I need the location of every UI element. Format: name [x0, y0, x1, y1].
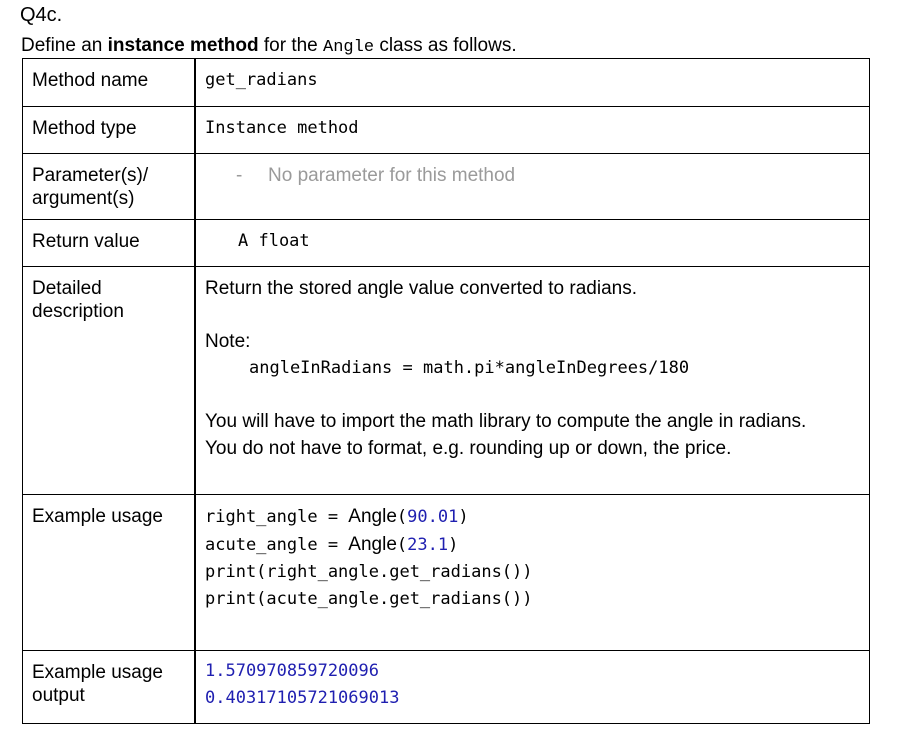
row-return-value: Return value A float — [22, 219, 870, 267]
return-value-label: Return value — [32, 231, 140, 252]
row-parameters: Parameter(s)/ argument(s) - No parameter … — [22, 153, 870, 220]
return-value-value: A float — [238, 231, 310, 251]
example-output: 1.570970859720096 0.40317105721069013 — [196, 651, 869, 712]
parameters-label-line1: Parameter(s)/ — [32, 165, 149, 186]
code-line: print(right_angle.get_radians()) — [205, 562, 533, 582]
method-type-value: Instance method — [205, 118, 359, 138]
detailed-label-line2: description — [32, 301, 124, 322]
output-label: Example usage output — [23, 651, 194, 707]
formula: angleInRadians = math.pi*angleInDegrees/… — [249, 358, 690, 378]
row-example-usage: Example usage right_angle = Angle(90.01)… — [22, 494, 870, 651]
value-cell: get_radians — [194, 58, 870, 107]
intro-middle: for the — [258, 35, 324, 56]
label-cell: Method name — [22, 58, 196, 107]
label-cell: Example usage output — [22, 650, 196, 724]
intro-bold: instance method — [107, 35, 259, 56]
value-cell: Instance method — [194, 106, 870, 154]
method-type-label: Method type — [32, 118, 137, 139]
example-code: right_angle = Angle(90.01) acute_angle =… — [196, 495, 869, 613]
intro-class-name: Angle — [323, 38, 375, 57]
detailed-line2: You will have to import the math library… — [205, 411, 807, 432]
output-line: 0.40317105721069013 — [205, 688, 400, 708]
value-cell: A float — [194, 219, 870, 267]
question-label: Q4c. — [20, 4, 63, 26]
note-label: Note: — [205, 331, 251, 352]
parameters-label: Parameter(s)/ argument(s) — [23, 154, 194, 210]
intro-text: Define an instance method for the Angle … — [21, 35, 517, 57]
method-spec-table: Method name get_radians Method type Inst… — [22, 58, 870, 724]
label-cell: Parameter(s)/ argument(s) — [22, 153, 196, 220]
label-cell: Return value — [22, 219, 196, 267]
label-cell: Example usage — [22, 494, 196, 651]
method-name-value: get_radians — [205, 70, 318, 90]
output-line: 1.570970859720096 — [205, 661, 379, 681]
code-line: acute_angle = Angle(23.1) — [205, 534, 459, 555]
method-name-label: Method name — [32, 70, 149, 91]
output-label-line2: output — [32, 685, 85, 706]
value-cell: right_angle = Angle(90.01) acute_angle =… — [194, 494, 870, 651]
code-line: right_angle = Angle(90.01) — [205, 506, 469, 527]
detailed-line1: Return the stored angle value converted … — [205, 278, 637, 299]
row-method-type: Method type Instance method — [22, 106, 870, 154]
intro-suffix: class as follows. — [374, 35, 517, 56]
parameters-dash: - — [236, 165, 243, 186]
value-cell: Return the stored angle value converted … — [194, 266, 870, 495]
row-example-output: Example usage output 1.570970859720096 0… — [22, 650, 870, 724]
label-cell: Detailed description — [22, 266, 196, 495]
detailed-line3: You do not have to format, e.g. rounding… — [205, 438, 732, 459]
label-cell: Method type — [22, 106, 196, 154]
parameters-value: No parameter for this method — [268, 165, 516, 186]
row-method-name: Method name get_radians — [22, 58, 870, 107]
intro-prefix: Define an — [21, 35, 108, 56]
value-cell: - No parameter for this method — [194, 153, 870, 220]
row-detailed-description: Detailed description Return the stored a… — [22, 266, 870, 495]
parameters-label-line2: argument(s) — [32, 188, 135, 209]
detailed-label-line1: Detailed — [32, 278, 102, 299]
detailed-label: Detailed description — [23, 267, 194, 323]
detailed-content: Return the stored angle value converted … — [196, 267, 869, 462]
example-label: Example usage — [32, 506, 163, 527]
code-line: print(acute_angle.get_radians()) — [205, 589, 533, 609]
value-cell: 1.570970859720096 0.40317105721069013 — [194, 650, 870, 724]
output-label-line1: Example usage — [32, 662, 163, 683]
